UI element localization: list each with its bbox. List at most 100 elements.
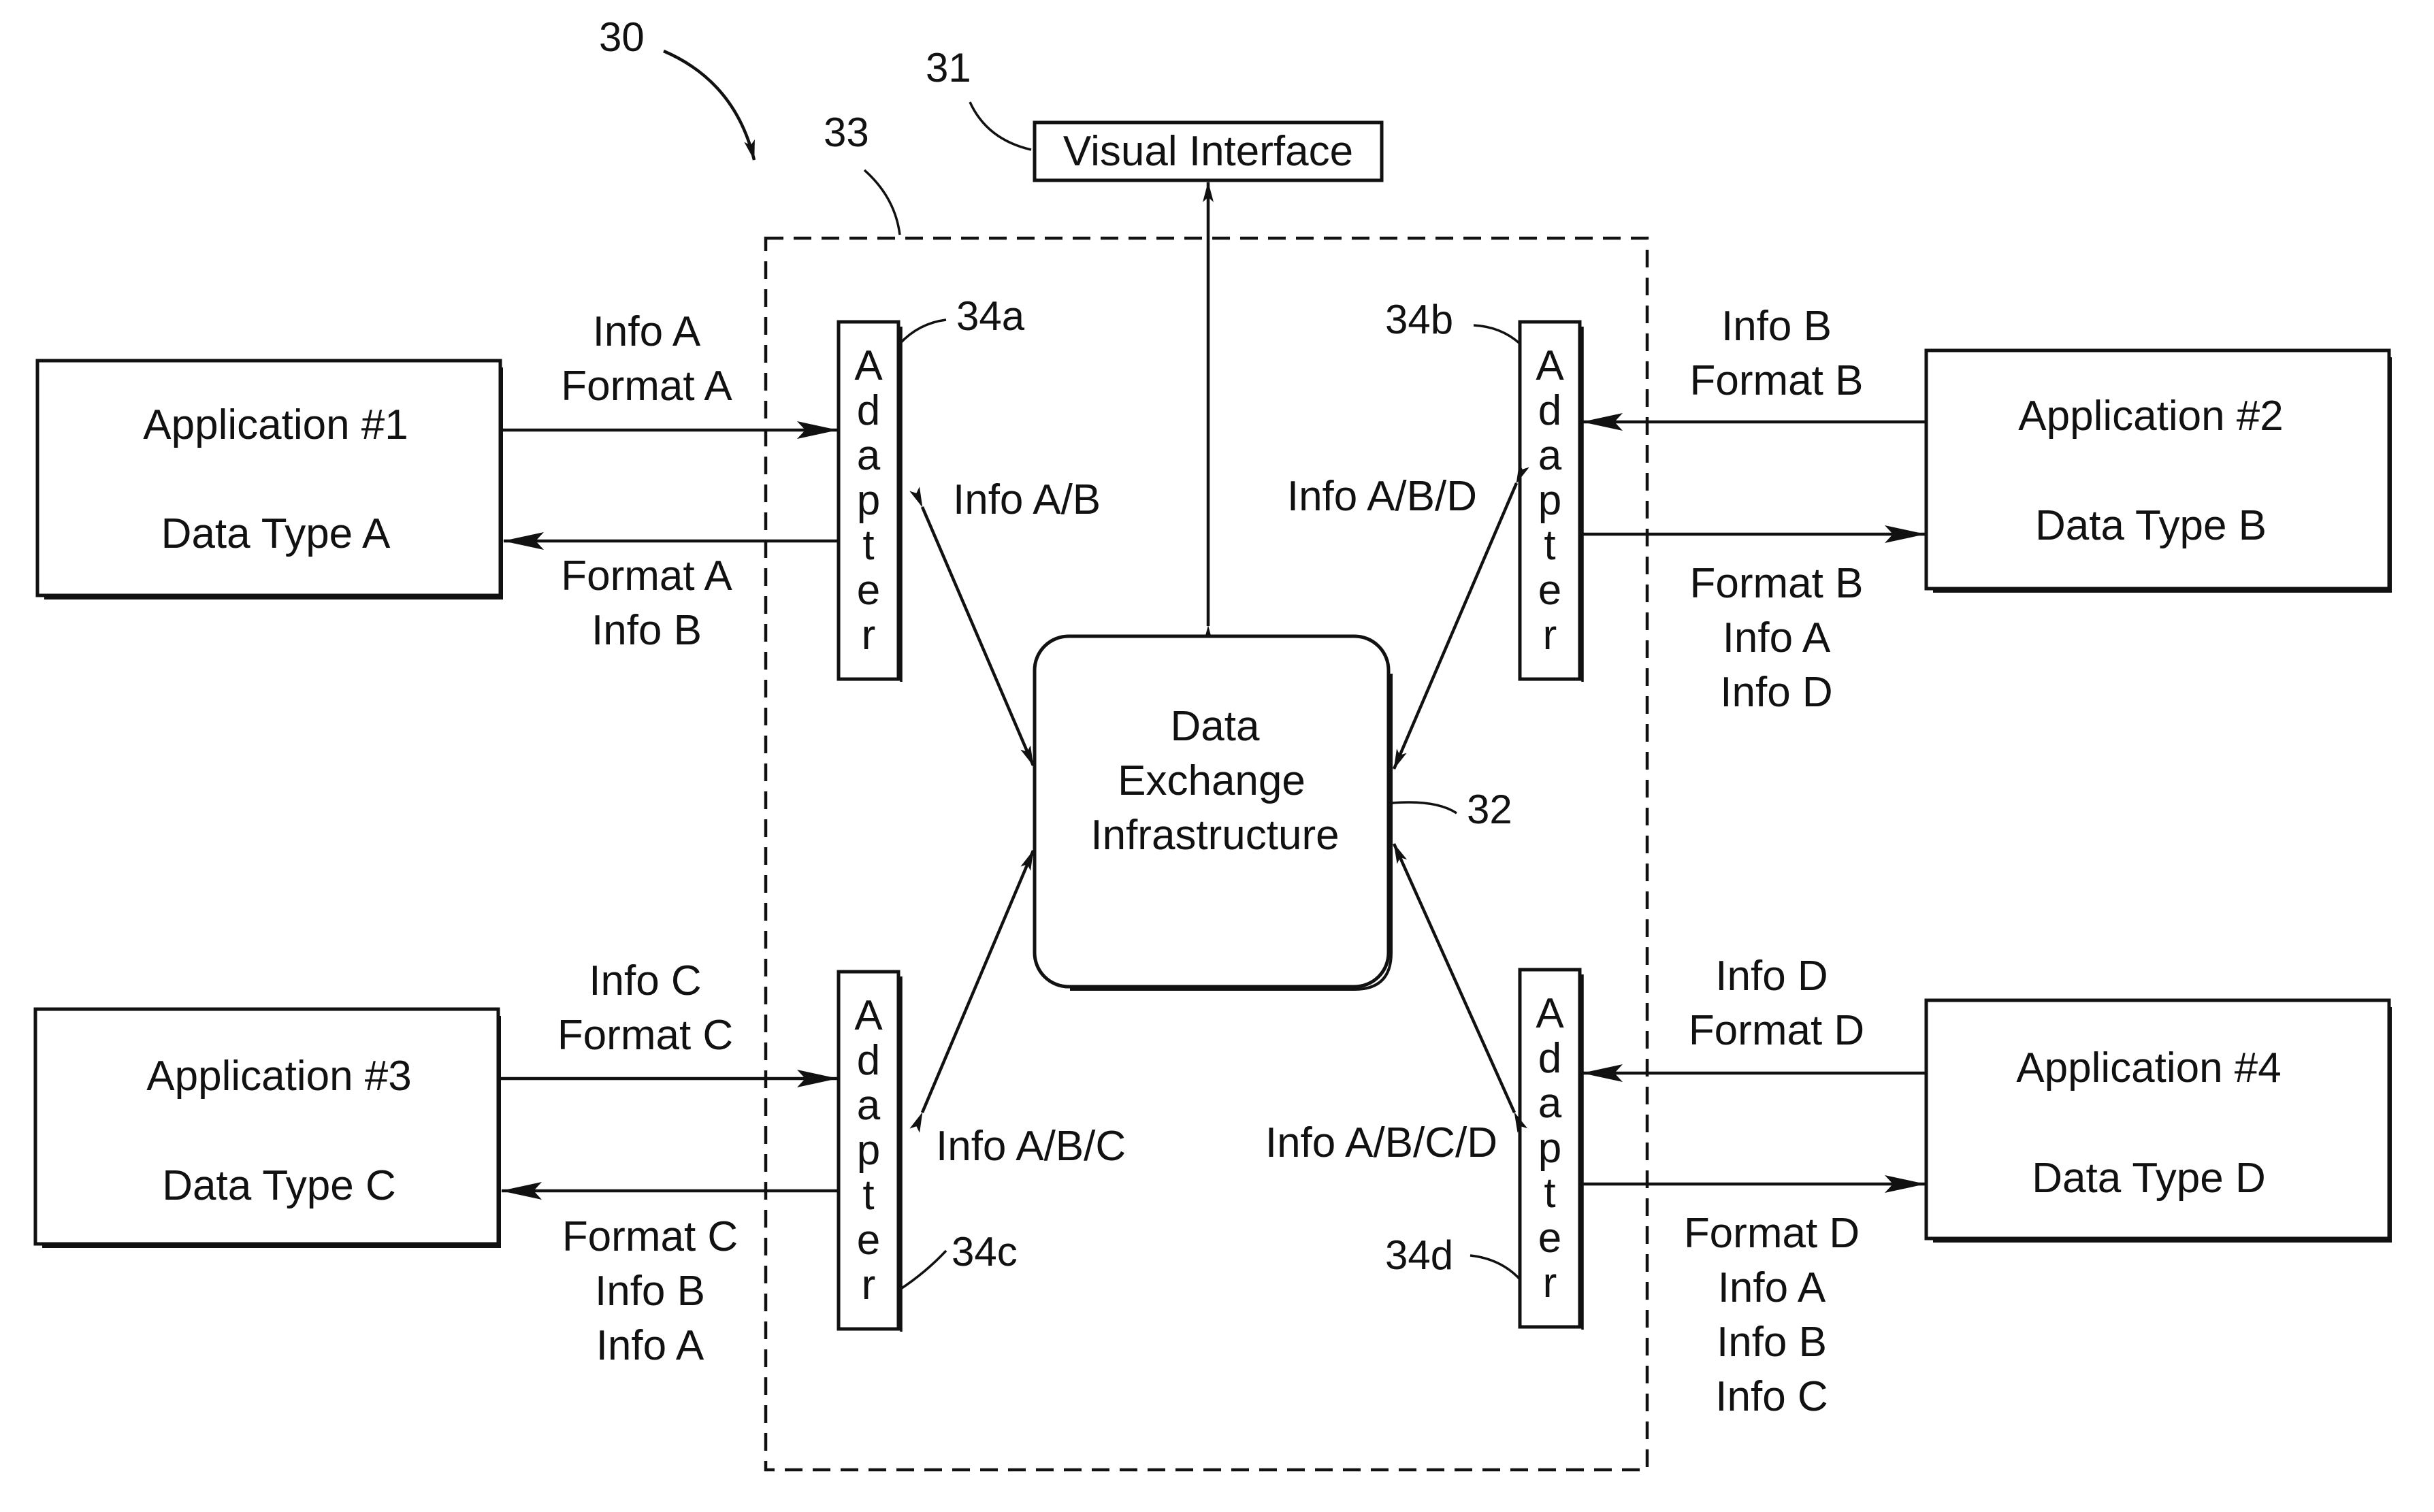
ref-infrastructure-label: 32 bbox=[1467, 787, 1512, 832]
adapter-letter: a bbox=[1538, 1080, 1562, 1127]
application-1-title: Application #1 bbox=[143, 401, 408, 448]
app4-in-line-1: Info D bbox=[1715, 953, 1828, 1000]
adapter-letter: a bbox=[1538, 432, 1562, 479]
app2-in-line-2: Format B bbox=[1690, 357, 1864, 404]
application-3-title: Application #3 bbox=[146, 1053, 412, 1100]
adapter-letter: A bbox=[1536, 990, 1564, 1037]
app2-out-line-1: Format B bbox=[1690, 560, 1864, 607]
app4-in-line-2: Format D bbox=[1689, 1007, 1864, 1054]
app4-out-line-1: Format D bbox=[1684, 1210, 1860, 1257]
adapter-letter: t bbox=[1544, 522, 1555, 569]
adapter-c: Adapter bbox=[839, 972, 901, 1332]
infrastructure-line-3: Infrastructure bbox=[1090, 812, 1339, 859]
link-adapter-a bbox=[922, 507, 1033, 766]
adapter-letter: e bbox=[1538, 567, 1561, 614]
adapter-letter: A bbox=[854, 342, 883, 389]
application-2-box: Application #2 Data Type B bbox=[1926, 350, 2390, 591]
application-4-type: Data Type D bbox=[2032, 1155, 2265, 1202]
adapter-b: Adapter bbox=[1520, 322, 1583, 682]
application-2-title: Application #2 bbox=[2018, 393, 2284, 440]
ref-system-arrow bbox=[664, 51, 754, 160]
app2-in-line-1: Info B bbox=[1721, 303, 1832, 350]
visual-interface-box: Visual Interface bbox=[1035, 122, 1382, 180]
ref-adapter-b-label: 34b bbox=[1385, 297, 1453, 342]
adapter-letter: t bbox=[1544, 1170, 1555, 1217]
ref-boundary-leader bbox=[864, 170, 900, 235]
app3-out-labels: Format C Info B Info A bbox=[562, 1213, 738, 1369]
application-4-box: Application #4 Data Type D bbox=[1926, 1000, 2390, 1241]
adapter-letter: A bbox=[854, 992, 883, 1039]
adapter-letter: d bbox=[857, 1037, 880, 1084]
app3-out-line-2: Info B bbox=[595, 1268, 705, 1315]
app3-out-line-3: Info A bbox=[596, 1322, 704, 1369]
adapter-letter: d bbox=[1538, 387, 1561, 434]
visual-interface-label: Visual Interface bbox=[1063, 128, 1353, 175]
app2-out-line-2: Info A bbox=[1723, 614, 1831, 661]
ref-visual-interface-label: 31 bbox=[926, 45, 971, 91]
ref-adapter-a-leader bbox=[900, 320, 946, 344]
adapter-letter: r bbox=[862, 1262, 876, 1309]
application-3-type: Data Type C bbox=[162, 1162, 395, 1209]
application-1-type: Data Type A bbox=[161, 510, 391, 557]
app3-in-line-1: Info C bbox=[589, 957, 701, 1004]
app3-in-labels: Info C Format C bbox=[557, 957, 733, 1059]
link-adapter-d bbox=[1394, 844, 1514, 1113]
adapter-letter: a bbox=[857, 1082, 881, 1129]
link-b-label: Info A/B/D bbox=[1287, 473, 1477, 520]
adapter-letter: a bbox=[857, 432, 881, 479]
app1-out-line-2: Info B bbox=[591, 607, 702, 654]
app1-out-labels: Format A Info B bbox=[561, 553, 732, 654]
application-2-type: Data Type B bbox=[2035, 502, 2267, 549]
ref-visual-interface-leader bbox=[970, 102, 1031, 150]
ref-boundary-label: 33 bbox=[824, 110, 869, 155]
link-d-label: Info A/B/C/D bbox=[1265, 1119, 1497, 1166]
app3-in-line-2: Format C bbox=[557, 1012, 733, 1059]
app4-out-line-2: Info A bbox=[1718, 1264, 1826, 1311]
adapter-letter: r bbox=[862, 612, 876, 659]
ref-adapter-a-label: 34a bbox=[956, 293, 1025, 339]
application-4-title: Application #4 bbox=[2016, 1045, 2282, 1091]
link-adapter-c bbox=[922, 851, 1033, 1113]
app4-out-line-4: Info C bbox=[1715, 1373, 1828, 1420]
app1-in-line-2: Format A bbox=[561, 363, 732, 410]
link-adapter-b bbox=[1394, 483, 1516, 769]
adapter-letter: d bbox=[1538, 1035, 1561, 1082]
adapter-letter: d bbox=[857, 387, 880, 434]
app4-in-labels: Info D Format D bbox=[1689, 953, 1864, 1054]
adapter-letter: p bbox=[857, 1127, 880, 1174]
app1-in-line-1: Info A bbox=[593, 308, 701, 355]
application-3-box: Application #3 Data Type C bbox=[35, 1009, 500, 1247]
link-a-label: Info A/B bbox=[953, 476, 1101, 523]
ref-system-label: 30 bbox=[599, 14, 645, 60]
infrastructure-line-1: Data bbox=[1171, 703, 1260, 750]
adapter-letter: e bbox=[857, 567, 880, 614]
adapter-a: Adapter bbox=[839, 322, 901, 682]
adapter-letter: p bbox=[1538, 477, 1561, 524]
ref-adapter-b-leader bbox=[1474, 325, 1520, 344]
infrastructure-line-2: Exchange bbox=[1118, 757, 1305, 804]
app4-out-labels: Format D Info A Info B Info C bbox=[1684, 1210, 1860, 1420]
app2-out-line-3: Info D bbox=[1720, 669, 1832, 716]
adapter-letter: e bbox=[1538, 1215, 1561, 1262]
app1-in-labels: Info A Format A bbox=[561, 308, 732, 410]
app2-out-labels: Format B Info A Info D bbox=[1690, 560, 1864, 716]
app2-in-labels: Info B Format B bbox=[1690, 303, 1864, 404]
data-exchange-infrastructure: Data Exchange Infrastructure bbox=[1035, 636, 1391, 989]
adapter-letter: t bbox=[862, 1172, 874, 1219]
adapter-letter: r bbox=[1543, 1260, 1557, 1306]
ref-adapter-d-label: 34d bbox=[1385, 1232, 1453, 1278]
adapter-letter: A bbox=[1536, 342, 1564, 389]
app3-out-line-1: Format C bbox=[562, 1213, 738, 1260]
adapter-letter: p bbox=[1538, 1125, 1561, 1172]
adapter-letter: e bbox=[857, 1217, 880, 1264]
app1-out-line-1: Format A bbox=[561, 553, 732, 599]
adapter-d: Adapter bbox=[1520, 970, 1583, 1330]
ref-adapter-d-leader bbox=[1470, 1255, 1520, 1279]
ref-infrastructure-leader bbox=[1392, 802, 1457, 813]
adapter-letter: p bbox=[857, 477, 880, 524]
ref-adapter-c-label: 34c bbox=[952, 1229, 1018, 1275]
adapter-letter: t bbox=[862, 522, 874, 569]
app4-out-line-3: Info B bbox=[1717, 1319, 1827, 1366]
link-c-label: Info A/B/C bbox=[936, 1123, 1126, 1170]
